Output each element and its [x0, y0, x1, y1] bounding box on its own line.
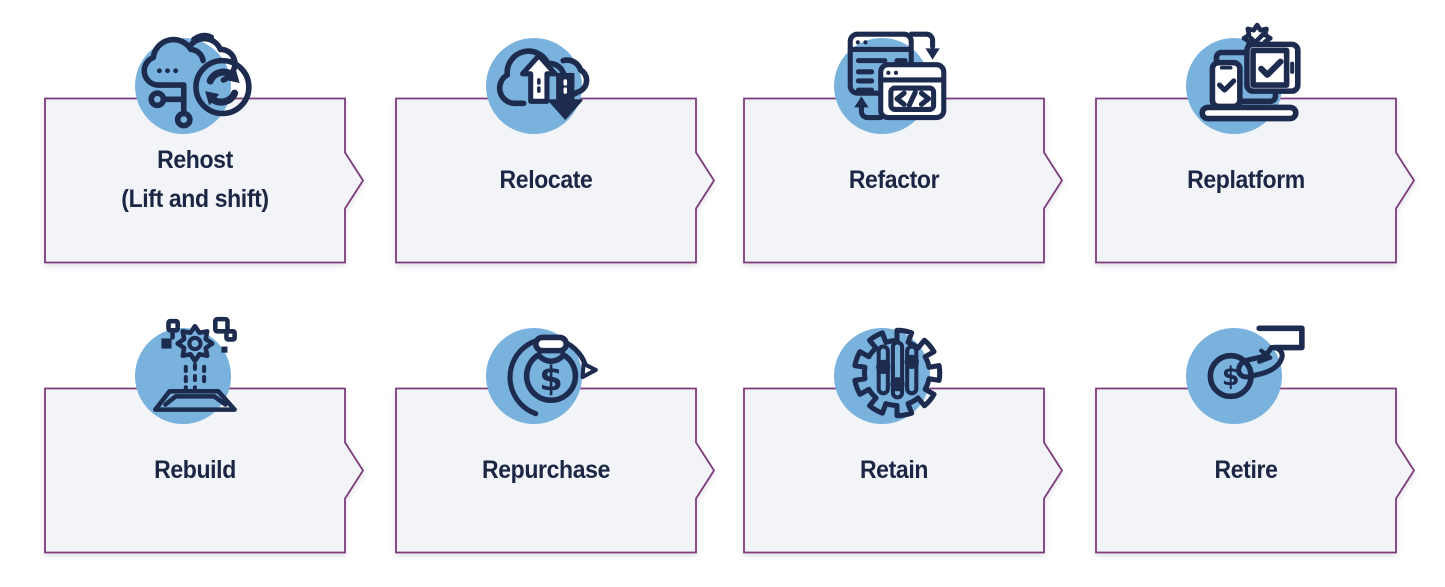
card-title: Relocate [499, 165, 593, 194]
card-outline-chevron [743, 387, 1064, 554]
card-label: Rehost (Lift and shift) [57, 98, 333, 262]
hand-coin-icon: $ [1207, 325, 1305, 400]
card-label: Relocate [408, 98, 684, 262]
strategy-card-repurchase: $ Repurchase [395, 328, 716, 554]
card-outline-chevron [395, 97, 716, 264]
card-outline-chevron [743, 97, 1064, 264]
svg-text:$: $ [539, 359, 562, 398]
strategy-card-rehost: Rehost (Lift and shift) [44, 32, 365, 264]
code-windows-cycle-icon [847, 31, 947, 121]
card-outline-chevron [44, 97, 365, 264]
card-title: Rebuild [154, 455, 236, 484]
strategy-card-retain: Retain [743, 327, 1064, 554]
card-title: Replatform [1187, 165, 1305, 194]
strategy-card-relocate: Relocate [395, 38, 716, 264]
cloud-network-sync-icon [141, 32, 252, 129]
cloud-up-down-arrows-icon [496, 48, 590, 120]
devices-check-gear-icon [1199, 22, 1301, 122]
card-label: Repurchase [408, 388, 684, 552]
strategy-card-rebuild: Rebuild [44, 316, 365, 554]
card-title: Refactor [848, 165, 940, 194]
svg-text:$: $ [1222, 361, 1240, 391]
strategy-card-retire: $ Retire [1095, 325, 1416, 554]
card-label: Replatform [1108, 98, 1384, 262]
icon-circle-background [1186, 328, 1282, 424]
strategy-card-replatform: Replatform [1095, 22, 1416, 264]
card-label: Retire [1108, 388, 1384, 552]
card-label: Retain [756, 388, 1032, 552]
card-subtitle: (Lift and shift) [121, 185, 269, 213]
card-title: Retire [1214, 455, 1278, 484]
card-title: Retain [859, 455, 929, 484]
card-label: Refactor [756, 98, 1032, 262]
gear-blocks-platform-icon [153, 316, 237, 412]
gear-sliders-icon [852, 327, 943, 419]
strategy-card-refactor: Refactor [743, 31, 1064, 264]
card-outline-chevron [1095, 387, 1416, 554]
card-title: Repurchase [482, 455, 610, 484]
card-title: Rehost [157, 146, 233, 175]
card-outline-chevron [44, 387, 365, 554]
card-outline-chevron [395, 387, 716, 554]
card-label: Rebuild [57, 388, 333, 552]
card-outline-chevron [1095, 97, 1416, 264]
money-bag-refresh-icon: $ [507, 334, 598, 417]
